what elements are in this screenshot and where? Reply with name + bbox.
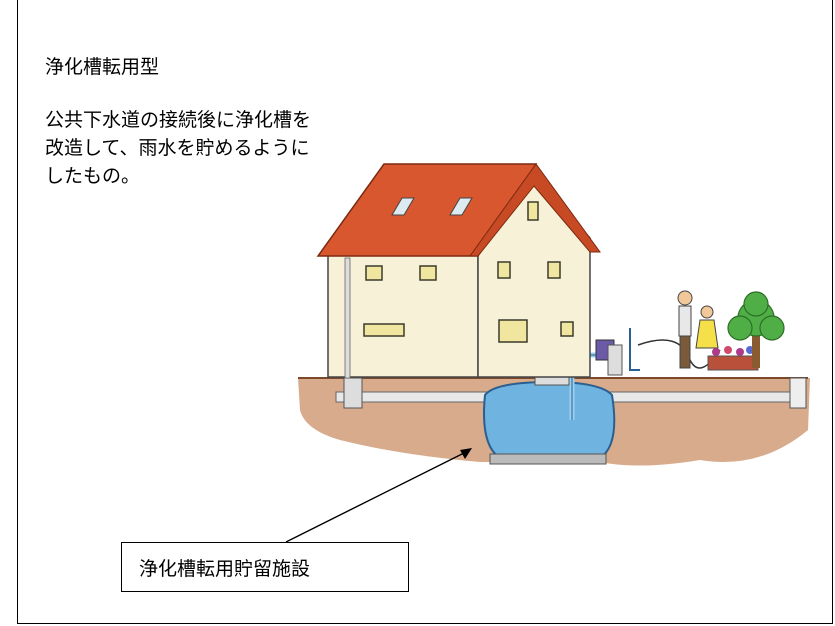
diagram-description: 公共下水道の接続後に浄化槽を改造して、雨水を貯めるようにしたもの。: [45, 109, 312, 187]
skylight-right: [449, 197, 473, 216]
pump-stand: [607, 344, 623, 376]
house-windows: [363, 201, 574, 343]
window: [560, 321, 574, 337]
window: [547, 261, 561, 279]
skylight-left: [391, 197, 415, 216]
person-adult: [677, 290, 693, 369]
house-roof-gable: [469, 163, 601, 257]
window: [527, 201, 539, 221]
window: [419, 265, 437, 281]
window: [498, 319, 528, 343]
diagram-title: 浄化槽転用型: [45, 56, 160, 78]
storage-tank: [483, 380, 616, 459]
callout-arrowhead: [460, 448, 472, 459]
callout-arrow-line: [285, 451, 467, 543]
tree-foliage: [727, 291, 785, 341]
window: [363, 323, 405, 337]
person-child: [695, 305, 719, 349]
window: [365, 265, 383, 281]
inlet-box: [343, 377, 363, 409]
tree-trunk: [752, 332, 760, 368]
flower-bed: [707, 355, 759, 371]
tank-base: [489, 453, 607, 465]
outlet-box: [789, 377, 807, 409]
downpipe: [344, 257, 351, 379]
callout-label-box: 浄化槽転用貯留施設: [121, 542, 409, 592]
house-wall-left: [327, 251, 479, 378]
window: [497, 261, 511, 279]
hose: [629, 328, 640, 371]
